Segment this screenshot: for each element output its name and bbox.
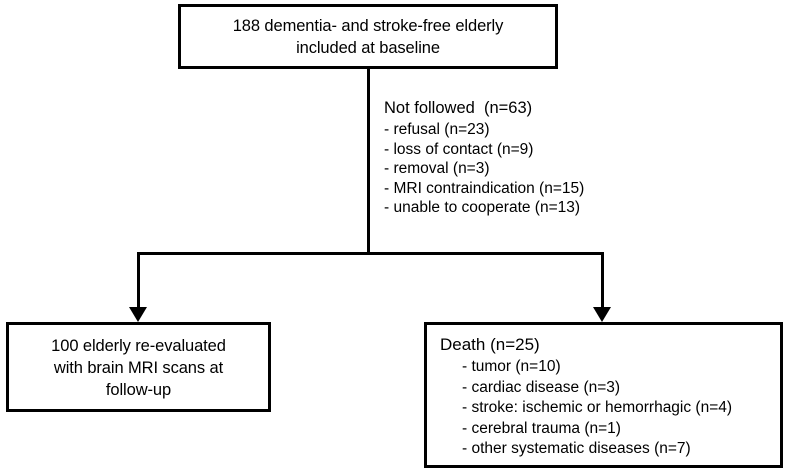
right-branch-line bbox=[601, 252, 604, 308]
baseline-cohort-text: 188 dementia- and stroke-free elderly in… bbox=[181, 15, 555, 59]
followup-line-2: with brain MRI scans at bbox=[53, 359, 224, 377]
not-followed-title: Not followed (n=63) bbox=[384, 99, 533, 117]
death-item: - tumor (n=10) bbox=[462, 358, 561, 375]
baseline-cohort-box: 188 dementia- and stroke-free elderly in… bbox=[178, 4, 558, 69]
not-followed-annotation: Not followed (n=63) - refusal (n=23) - l… bbox=[384, 98, 684, 218]
fork-horizontal-line bbox=[137, 252, 604, 255]
followup-line-1: 100 elderly re-evaluated bbox=[51, 337, 226, 355]
baseline-line-2: included at baseline bbox=[296, 39, 440, 57]
not-followed-item: - unable to cooperate (n=13) bbox=[384, 199, 581, 217]
followup-cohort-box: 100 elderly re-evaluated with brain MRI … bbox=[6, 322, 271, 412]
left-branch-line bbox=[137, 252, 140, 308]
death-item: - cerebral trauma (n=1) bbox=[462, 419, 621, 437]
followup-cohort-text: 100 elderly re-evaluated with brain MRI … bbox=[9, 335, 268, 401]
baseline-line-1: 188 dementia- and stroke-free elderly bbox=[232, 17, 504, 35]
death-item: - cardiac disease (n=3) bbox=[462, 378, 621, 396]
death-item: - other systematic diseases (n=7) bbox=[462, 440, 691, 457]
trunk-connector-line bbox=[367, 69, 370, 255]
not-followed-item: - MRI contraindication (n=15) bbox=[384, 179, 585, 197]
not-followed-item: - refusal (n=23) bbox=[384, 121, 490, 138]
death-box: Death (n=25) - tumor (n=10) - cardiac di… bbox=[424, 322, 783, 468]
left-branch-arrow-icon bbox=[129, 307, 147, 322]
death-text: Death (n=25) - tumor (n=10) - cardiac di… bbox=[440, 334, 776, 460]
right-branch-arrow-icon bbox=[593, 307, 611, 322]
death-item: - stroke: ischemic or hemorrhagic (n=4) bbox=[462, 399, 733, 416]
death-title: Death (n=25) bbox=[440, 335, 540, 354]
followup-line-3: follow-up bbox=[105, 381, 172, 399]
not-followed-item: - loss of contact (n=9) bbox=[384, 140, 534, 158]
not-followed-item: - removal (n=3) bbox=[384, 160, 490, 178]
